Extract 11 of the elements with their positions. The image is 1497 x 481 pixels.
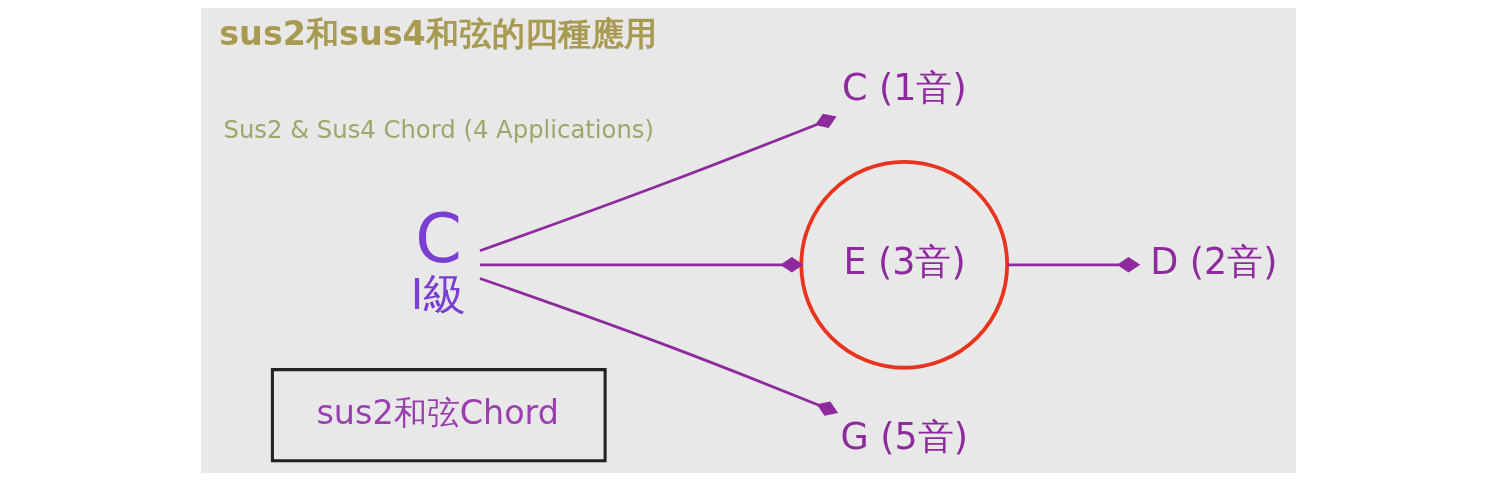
node-box: sus2和弦Chord	[270, 368, 607, 463]
connector	[480, 257, 804, 273]
connector	[479, 277, 839, 416]
connector	[1007, 257, 1141, 273]
label: Sus2 & Sus4 Chord (4 Applications)	[223, 115, 655, 145]
node-text: D (2音)	[1150, 240, 1278, 284]
connector	[479, 113, 837, 253]
node-text: G (5音)	[840, 414, 968, 458]
diagram-title: sus2和sus4和弦的四種應用	[219, 14, 657, 54]
node-text: C (1音)	[841, 65, 967, 109]
node-circle: E (3音)	[799, 159, 1010, 370]
